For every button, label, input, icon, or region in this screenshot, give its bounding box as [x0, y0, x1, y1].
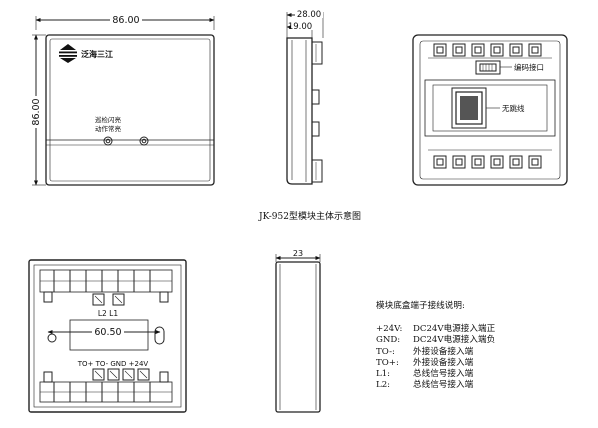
front-height-value: 86.00 — [31, 98, 42, 125]
base-top-terminal-block — [39, 269, 173, 306]
base-top-terminal-labels: L2 L1 — [98, 309, 119, 318]
note-description: DC24V电源接入端正 — [413, 323, 496, 334]
front-body-outline — [45, 34, 215, 186]
rear-view: 编码接口 无跳线 — [412, 34, 568, 186]
side-view: 28.00 19.00 — [286, 9, 324, 185]
base-width-dimension: 60.50 — [47, 325, 161, 338]
brand-logo-icon — [59, 44, 77, 63]
front-width-value: 86.00 — [112, 15, 139, 26]
rear-body-outline — [412, 34, 568, 186]
base-side-profile — [275, 261, 321, 413]
indicator-label-line1: 巡检闪亮 — [95, 115, 122, 124]
base-depth-dimension: 23 — [275, 249, 321, 262]
wiring-note-row: TO+: 外接设备接入端 — [376, 357, 591, 368]
base-width-value: 60.50 — [94, 327, 121, 338]
base-box-view: L2 L1 60.50 TO+ TO- GND +24V — [28, 259, 187, 413]
wiring-note-row: GND: DC24V电源接入端负 — [376, 335, 591, 346]
wiring-note-row: +24V: DC24V电源接入端正 — [376, 324, 591, 335]
wiring-note-row: TO-: 外接设备接入端 — [376, 346, 591, 357]
base-bottom-terminal-block — [39, 368, 173, 403]
mount-hole-left-icon — [47, 333, 57, 343]
indicator-light-icon — [103, 136, 113, 146]
note-terminal: +24V: — [376, 323, 403, 334]
front-height-dimension: 86.00 — [29, 34, 46, 186]
antenna-label: 无跳线 — [502, 103, 525, 113]
note-description: 总线信号接入端 — [413, 369, 474, 380]
brand-name: 泛海三江 — [81, 49, 113, 59]
side-profile — [286, 37, 313, 185]
note-description: 总线信号接入端 — [413, 380, 474, 391]
rear-top-terminals — [428, 43, 552, 59]
rear-bottom-terminals — [428, 149, 552, 169]
front-width-dimension: 86.00 — [35, 14, 215, 30]
base-side-view: 23 — [275, 249, 321, 413]
drawing-caption: JK-952型模块主体示意图 — [258, 210, 361, 222]
mount-slot-right-icon — [154, 326, 165, 345]
side-depth-inner-value: 19.00 — [288, 22, 312, 32]
indicator-label-line2: 动作常亮 — [95, 124, 122, 133]
note-description: DC24V电源接入端负 — [413, 335, 496, 346]
wiring-notes-title: 模块底盒端子接线说明: — [376, 301, 465, 311]
wiring-note-row: L1: 总线信号接入端 — [376, 369, 591, 380]
base-depth-value: 23 — [293, 249, 303, 258]
encoding-port-label: 编码接口 — [514, 62, 544, 72]
note-description: 外接设备接入端 — [413, 346, 474, 357]
note-terminal: TO+: — [376, 357, 399, 368]
note-terminal: GND: — [376, 335, 401, 346]
note-terminal: L1: — [376, 369, 391, 380]
side-depth-value: 28.00 — [297, 10, 321, 20]
note-terminal: TO-: — [376, 346, 395, 357]
antenna-block-icon — [451, 87, 487, 129]
base-box-outline — [28, 259, 187, 413]
base-bottom-terminal-labels: TO+ TO- GND +24V — [77, 360, 149, 368]
wiring-notes: 模块底盒端子接线说明: +24V: DC24V电源接入端正 GND: DC24V… — [376, 302, 591, 391]
front-view: 86.00 86.00 泛海三江 巡检闪亮 动作常亮 — [29, 14, 215, 186]
note-terminal: L2: — [376, 380, 391, 391]
screw-icon — [139, 136, 149, 146]
side-depth-dimension: 28.00 19.00 — [286, 9, 324, 38]
wiring-note-row: L2: 总线信号接入端 — [376, 380, 591, 391]
encoding-port-icon — [475, 60, 501, 75]
note-description: 外接设备接入端 — [413, 357, 474, 368]
